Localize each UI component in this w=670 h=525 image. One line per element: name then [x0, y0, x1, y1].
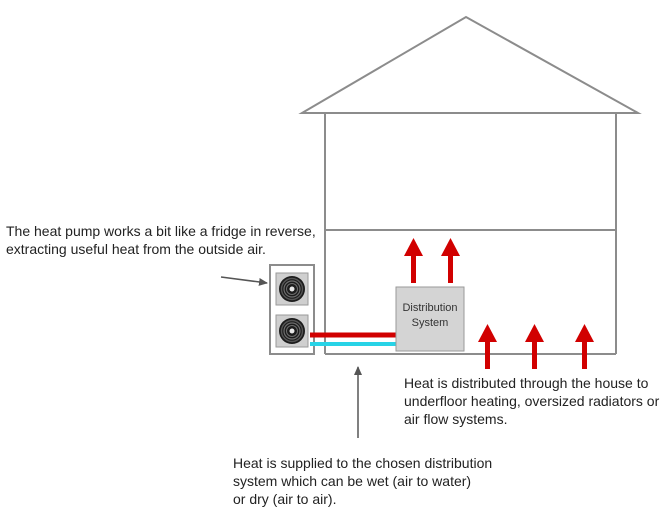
distribution-annotation-line: Heat is distributed through the house to [404, 375, 649, 391]
heat-pump-annotation-line: The heat pump works a bit like a fridge … [6, 223, 316, 239]
up-arrow-icon [525, 324, 544, 369]
up-arrow-icon [404, 238, 423, 283]
distribution-box-label: Distribution System [396, 301, 464, 331]
heat-pump-annotation: The heat pump works a bit like a fridge … [6, 222, 316, 258]
supply-annotation: Heat is supplied to the chosen distribut… [233, 454, 492, 508]
up-arrow-icon [441, 238, 460, 283]
heat-pump-fan-icon [275, 272, 309, 306]
distribution-box-label-line: Distribution [402, 302, 458, 314]
distribution-annotation-line: underfloor heating, oversized radiators … [404, 393, 660, 409]
distribution-annotation: Heat is distributed through the house to… [404, 374, 659, 428]
up-arrow-icon [575, 324, 594, 369]
supply-annotation-line: system which can be wet (air to water) [233, 473, 472, 489]
supply-annotation-line: or dry (air to air). [233, 491, 337, 507]
distribution-box [395, 286, 465, 352]
heat-pump-unit [269, 264, 315, 355]
distribution-annotation-line: air flow systems. [404, 411, 508, 427]
pointer-arrow-icon [220, 276, 268, 286]
supply-annotation-line: Heat is supplied to the chosen distribut… [233, 455, 493, 471]
house-roof [298, 15, 642, 114]
up-arrow-icon [478, 324, 497, 369]
heat-pump-fan-icon [275, 314, 309, 348]
heat-pump-annotation-line: extracting useful heat from the outside … [6, 241, 266, 257]
distribution-box-label-line: System [411, 317, 449, 329]
